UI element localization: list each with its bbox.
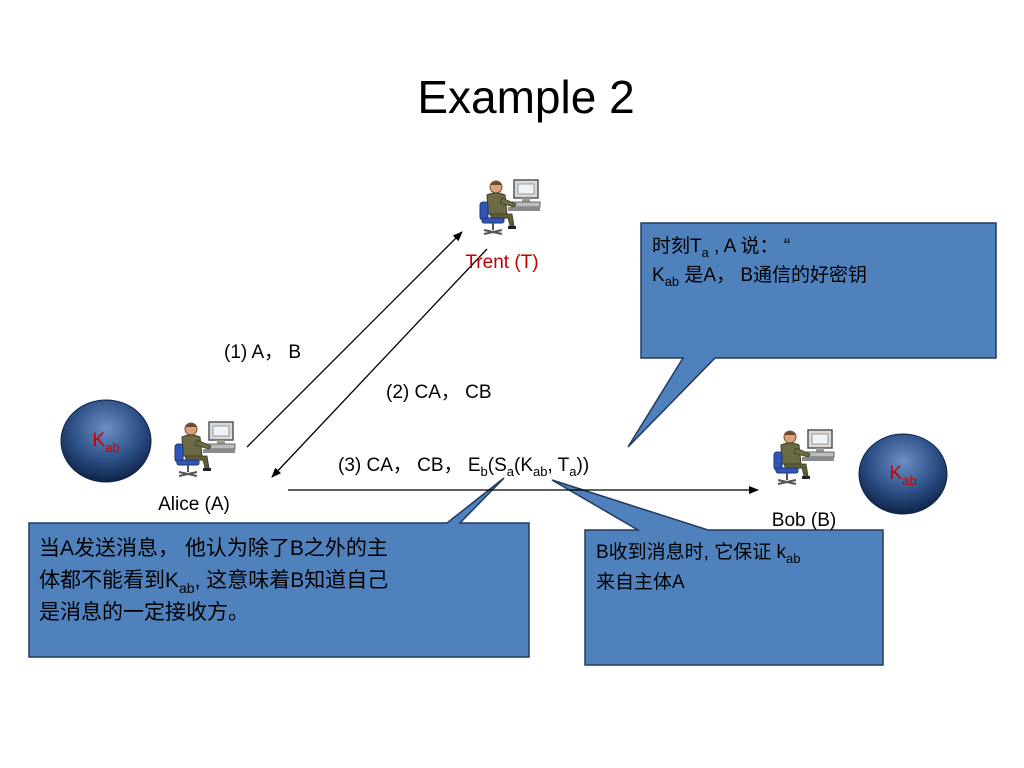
bob-key-label: Kab xyxy=(889,463,916,488)
callout-bottom-right-line-1: B收到消息时, 它保证 kab xyxy=(596,541,800,566)
callout-top-right-line-1: 时刻Ta , A 说： “ xyxy=(652,235,790,260)
bob-label: Bob (B) xyxy=(772,510,836,531)
alice-person-icon xyxy=(174,421,236,477)
callout-top-right-line-2: Kab 是A， B通信的好密钥 xyxy=(652,264,867,289)
alice-key-label: Kab xyxy=(92,430,119,455)
arrow-alice-to-trent xyxy=(246,231,463,448)
callout-bottom-left-line-1: 当A发送消息， 他认为除了B之外的主 xyxy=(39,537,388,560)
callout-top-right xyxy=(627,222,997,448)
message-1-label: (1) A， B xyxy=(224,342,301,363)
callout-bottom-right xyxy=(551,479,884,666)
trent-person-icon xyxy=(479,179,541,235)
arrow-trent-to-alice xyxy=(271,248,488,478)
page-title: Example 2 xyxy=(417,71,634,123)
callout-bottom-left-line-3: 是消息的一定接收方。 xyxy=(39,601,249,624)
callout-bottom-left-line-2: 体都不能看到Kab, 这意味着B知道自己 xyxy=(39,569,388,596)
trent-label: Trent (T) xyxy=(465,252,538,273)
message-2-label: (2) CA， CB xyxy=(386,382,492,403)
callout-bottom-left xyxy=(28,477,530,658)
message-3-label: (3) CA， CB， Eb(Sa(Kab, Ta)) xyxy=(338,455,589,479)
bob-key-circle xyxy=(858,433,948,515)
bob-person-icon xyxy=(773,429,835,485)
callout-bottom-right-line-2: 来自主体A xyxy=(596,571,685,593)
alice-key-circle xyxy=(60,399,152,483)
alice-label: Alice (A) xyxy=(158,494,230,515)
